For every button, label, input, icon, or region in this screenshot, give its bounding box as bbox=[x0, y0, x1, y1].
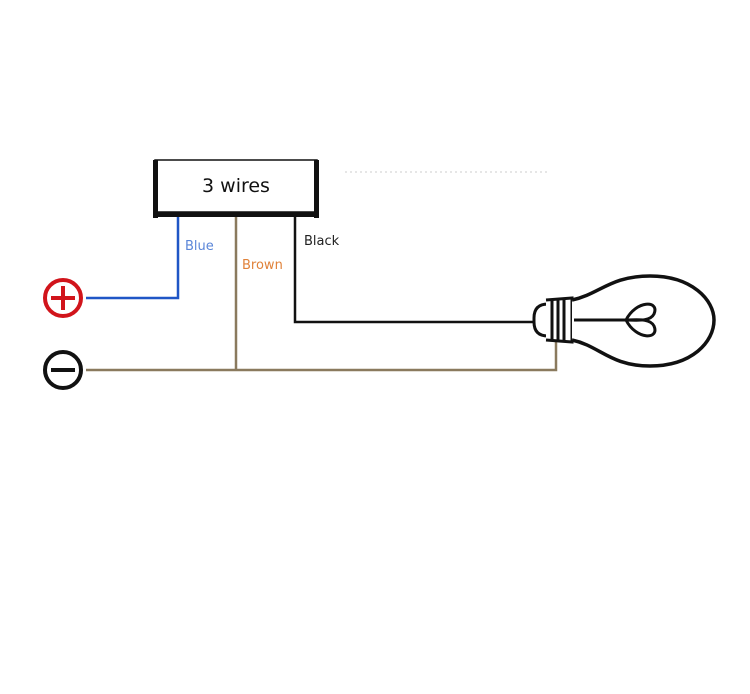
module-label: 3 wires bbox=[202, 175, 270, 197]
blue-wire-label: Blue bbox=[185, 239, 214, 254]
module-bottom-edge bbox=[155, 212, 317, 217]
negative-terminal-icon bbox=[43, 350, 83, 390]
module-left-edge bbox=[153, 160, 158, 218]
negative-line bbox=[86, 340, 558, 372]
blue-wire bbox=[86, 217, 180, 300]
light-bulb-icon bbox=[532, 274, 716, 368]
brown-wire-label: Brown bbox=[242, 258, 283, 273]
positive-terminal-icon bbox=[43, 278, 83, 318]
black-wire-label: Black bbox=[304, 234, 340, 249]
module-right-edge bbox=[314, 160, 319, 218]
three-wire-module bbox=[153, 159, 319, 218]
black-wire bbox=[293, 217, 540, 324]
